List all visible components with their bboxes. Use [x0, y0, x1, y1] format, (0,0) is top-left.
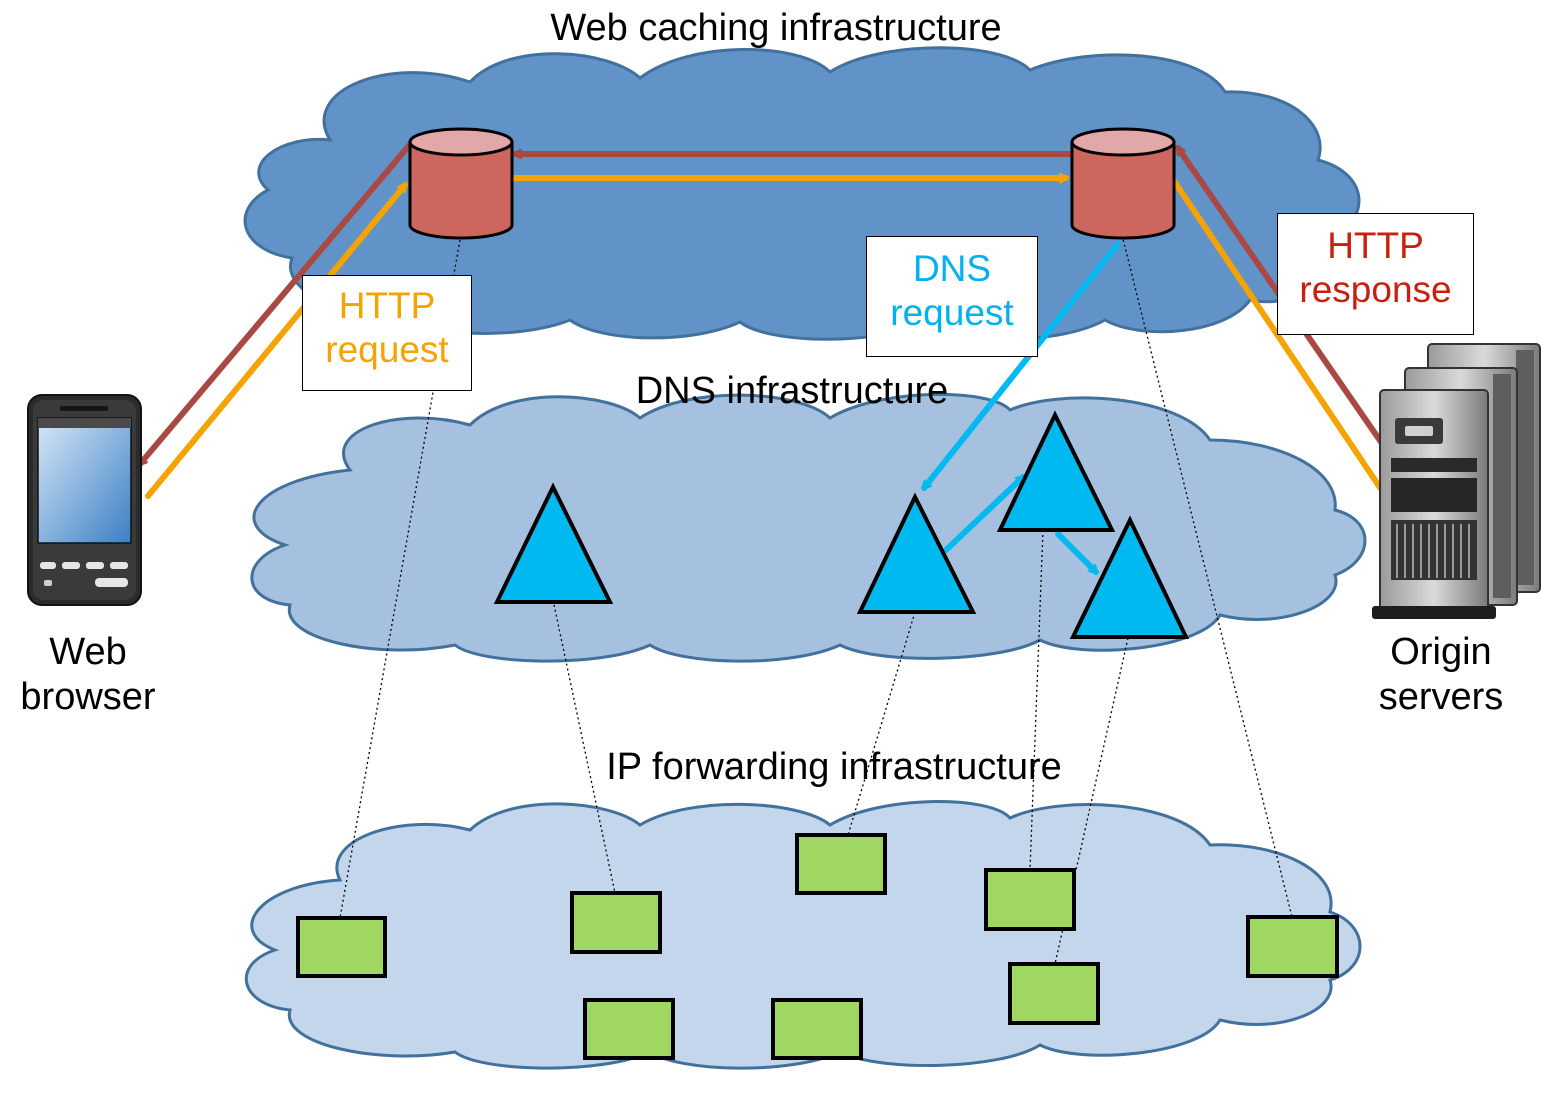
browser-label: Web browser: [20, 630, 155, 720]
http-response-line1: HTTP: [1327, 225, 1424, 266]
dns-server-node: [493, 482, 614, 604]
dns-servers: [493, 410, 1190, 639]
request-arrow-to-server: [1169, 175, 1390, 501]
dns-arrow-server-to-server: [1055, 531, 1099, 575]
http-response-callout: HTTP response: [1277, 213, 1474, 335]
dns-request-line2: request: [890, 292, 1014, 334]
mapping-line: [847, 611, 916, 836]
servers-label-line1: Origin: [1390, 631, 1492, 673]
router-node: [296, 916, 387, 978]
mapping-line: [1121, 234, 1293, 918]
http-request-line2: request: [325, 329, 449, 371]
dns-server-node: [1069, 515, 1190, 639]
response-arrow-to-browser: [137, 139, 415, 467]
router-node: [984, 868, 1076, 931]
servers-label: Origin servers: [1379, 630, 1504, 720]
dns-server-node: [996, 410, 1116, 532]
http-response-line2: response: [1299, 269, 1452, 311]
server-tower-icon: [1372, 343, 1541, 619]
web-caching-layer-title: Web caching infrastructure: [550, 7, 1002, 49]
routers: [296, 833, 1339, 1060]
mapping-line: [1054, 637, 1129, 965]
cache-server-right: [1070, 127, 1176, 240]
router-node: [1008, 962, 1100, 1025]
smartphone-icon: [27, 394, 142, 606]
dns-request-callout: DNS request: [866, 236, 1038, 357]
router-node: [583, 998, 675, 1060]
request-arrow-to-cache: [145, 182, 408, 499]
browser-label-line2: browser: [20, 675, 156, 718]
dns-query-arrow: [921, 241, 1121, 491]
http-request-callout: HTTP request: [302, 275, 472, 391]
servers-label-line2: servers: [1378, 675, 1504, 718]
mapping-lines: [339, 234, 1293, 965]
browser-label-line1: Web: [49, 631, 127, 673]
dns-layer-title: DNS infrastructure: [635, 370, 949, 412]
dns-arrows: [921, 241, 1121, 575]
dns-request-line1: DNS: [912, 248, 992, 289]
router-node: [570, 891, 662, 954]
dns-cloud: [250, 392, 1367, 663]
cache-server-left: [408, 127, 514, 240]
router-node: [1246, 915, 1339, 978]
dns-arrow-resolver-to-server: [943, 474, 1026, 553]
mapping-line: [1029, 529, 1044, 871]
http-request-line1: HTTP: [338, 285, 436, 326]
ip-forwarding-layer-title: IP forwarding infrastructure: [606, 746, 1062, 788]
router-node: [795, 833, 887, 895]
router-node: [771, 998, 863, 1060]
dns-server-node: [856, 492, 977, 614]
